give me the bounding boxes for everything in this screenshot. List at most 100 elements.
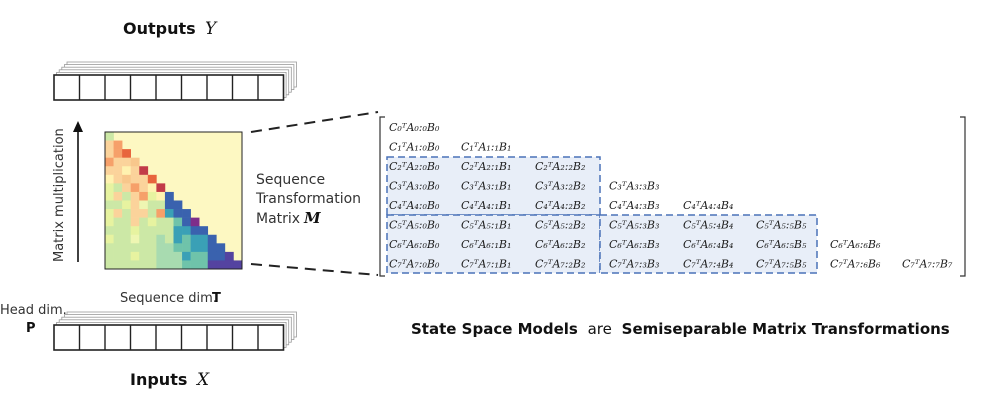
matmul-arrowhead bbox=[73, 121, 83, 132]
heatmap-cell bbox=[147, 243, 157, 253]
heatmap-cell bbox=[139, 183, 149, 193]
heatmap-cell bbox=[105, 243, 114, 253]
heatmap-cell bbox=[105, 183, 114, 193]
heatmap-cell bbox=[164, 234, 174, 244]
matrix-entry: C₅ᵀA₅:₁B₁ bbox=[461, 219, 511, 232]
heatmap-cell bbox=[130, 251, 140, 261]
heatmap-cell bbox=[105, 149, 114, 158]
heatmap-cell bbox=[164, 251, 174, 261]
matrix-entry: C₇ᵀA₇:₅B₅ bbox=[756, 258, 807, 271]
matrix-entry: C₇ᵀA₇:₆B₆ bbox=[830, 258, 881, 271]
heatmap-cell bbox=[139, 166, 149, 176]
heatmap-cell bbox=[207, 243, 217, 253]
heatmap-cell bbox=[113, 226, 123, 236]
heatmap-cell bbox=[113, 251, 123, 261]
heatmap-cell bbox=[113, 200, 123, 210]
heatmap-cell bbox=[216, 260, 226, 270]
heatmap-cell bbox=[130, 183, 140, 193]
outputs-label: Outputs bbox=[123, 19, 196, 38]
heatmap-cell bbox=[113, 166, 123, 176]
heatmap-cell bbox=[130, 260, 140, 270]
matrix-entry: C₆ᵀA₆:₁B₁ bbox=[461, 238, 511, 251]
heatmap-cell bbox=[113, 191, 123, 201]
heatmap-cell bbox=[122, 217, 131, 227]
matrix-entry: C₆ᵀA₆:₂B₂ bbox=[535, 238, 585, 251]
heatmap-cell bbox=[147, 174, 157, 184]
matrix-entry: C₇ᵀA₇:₁B₁ bbox=[461, 258, 511, 271]
heatmap-cell bbox=[156, 226, 166, 236]
heatmap-cell bbox=[105, 200, 114, 210]
heatmap-cell bbox=[156, 217, 166, 227]
heatmap-cell bbox=[130, 209, 140, 218]
heatmap-cell bbox=[233, 260, 243, 270]
inputs-tensor bbox=[53, 311, 297, 351]
heatmap-cell bbox=[147, 183, 157, 193]
heatmap-cell bbox=[105, 226, 114, 236]
heatmap-cell bbox=[182, 243, 191, 253]
heatmap-cell bbox=[173, 209, 183, 218]
matrix-entry: C₁ᵀA₁:₁B₁ bbox=[461, 141, 511, 154]
heatmap-cell bbox=[130, 226, 140, 236]
heatmap-cells bbox=[105, 132, 243, 270]
matrix-entry: C₅ᵀA₅:₅B₅ bbox=[756, 219, 807, 232]
title-part3: Semiseparable Matrix Transformations bbox=[622, 320, 950, 338]
matmul-axis-label: Matrix multiplication bbox=[52, 128, 67, 262]
heatmap-cell bbox=[113, 149, 123, 158]
bracket-right bbox=[960, 116, 966, 277]
heatmap-cell bbox=[139, 217, 149, 227]
heatmap-cell bbox=[113, 157, 123, 167]
heatmap-cell bbox=[105, 140, 114, 150]
heatmap-cell bbox=[147, 200, 157, 210]
heatmap-cell bbox=[164, 226, 174, 236]
heatmap-cell bbox=[182, 234, 191, 244]
heatmap-cell bbox=[122, 226, 131, 236]
heatmap-cell bbox=[139, 234, 149, 244]
matrix-caption-line3: Matrix bbox=[256, 211, 300, 227]
heatmap-cell bbox=[164, 209, 174, 218]
heatmap-cell bbox=[113, 183, 123, 193]
matrix-caption-line2: Transformation bbox=[255, 191, 361, 207]
heatmap-cell bbox=[216, 243, 226, 253]
heatmap-cell bbox=[122, 191, 131, 201]
heatmap-cell bbox=[173, 217, 183, 227]
matrix-caption-line1: Sequence bbox=[256, 172, 325, 188]
heatmap-cell bbox=[122, 243, 131, 253]
matrix-entry: C₄ᵀA₄:₃B₃ bbox=[609, 199, 659, 212]
heatmap-cell bbox=[113, 140, 123, 150]
matrix-entry: C₇ᵀA₇:₃B₃ bbox=[609, 258, 659, 271]
heatmap-cell bbox=[105, 174, 114, 184]
heatmap-cell bbox=[190, 217, 200, 227]
matrix-entry: C₃ᵀA₃:₃B₃ bbox=[609, 180, 659, 193]
matrix-entry: C₆ᵀA₆:₀B₀ bbox=[389, 238, 440, 251]
heatmap-cell bbox=[122, 209, 131, 218]
heatmap-cell bbox=[105, 260, 114, 270]
matrix-entry: C₄ᵀA₄:₂B₂ bbox=[535, 199, 585, 212]
heatmap-cell bbox=[190, 234, 200, 244]
heatmap-cell bbox=[173, 251, 183, 261]
heatmap-cell bbox=[182, 217, 191, 227]
heatmap-cell bbox=[156, 183, 166, 193]
zoom-line-top bbox=[250, 111, 379, 133]
heatmap-cell bbox=[122, 200, 131, 210]
heatmap-cell bbox=[199, 226, 209, 236]
tensor-front-frame bbox=[53, 324, 285, 351]
matrix-entry: C₂ᵀA₂:₂B₂ bbox=[535, 160, 585, 173]
heatmap-cell bbox=[105, 166, 114, 176]
heatmap-cell bbox=[139, 191, 149, 201]
heatmap-cell bbox=[122, 166, 131, 176]
heatmap-cell bbox=[190, 226, 200, 236]
heatmap-cell bbox=[130, 174, 140, 184]
matrix-entry: C₄ᵀA₄:₀B₀ bbox=[389, 199, 440, 212]
heatmap-cell bbox=[122, 149, 131, 158]
heatmap-cell bbox=[122, 234, 131, 244]
inputs-front-slice bbox=[53, 324, 285, 351]
heatmap-cell bbox=[164, 200, 174, 210]
heatmap-cell bbox=[173, 260, 183, 270]
heatmap-cell bbox=[190, 243, 200, 253]
heatmap-cell bbox=[105, 217, 114, 227]
heatmap-cell bbox=[173, 234, 183, 244]
matrix-entry: C₅ᵀA₅:₂B₂ bbox=[535, 219, 585, 232]
heatmap-cell bbox=[207, 260, 217, 270]
